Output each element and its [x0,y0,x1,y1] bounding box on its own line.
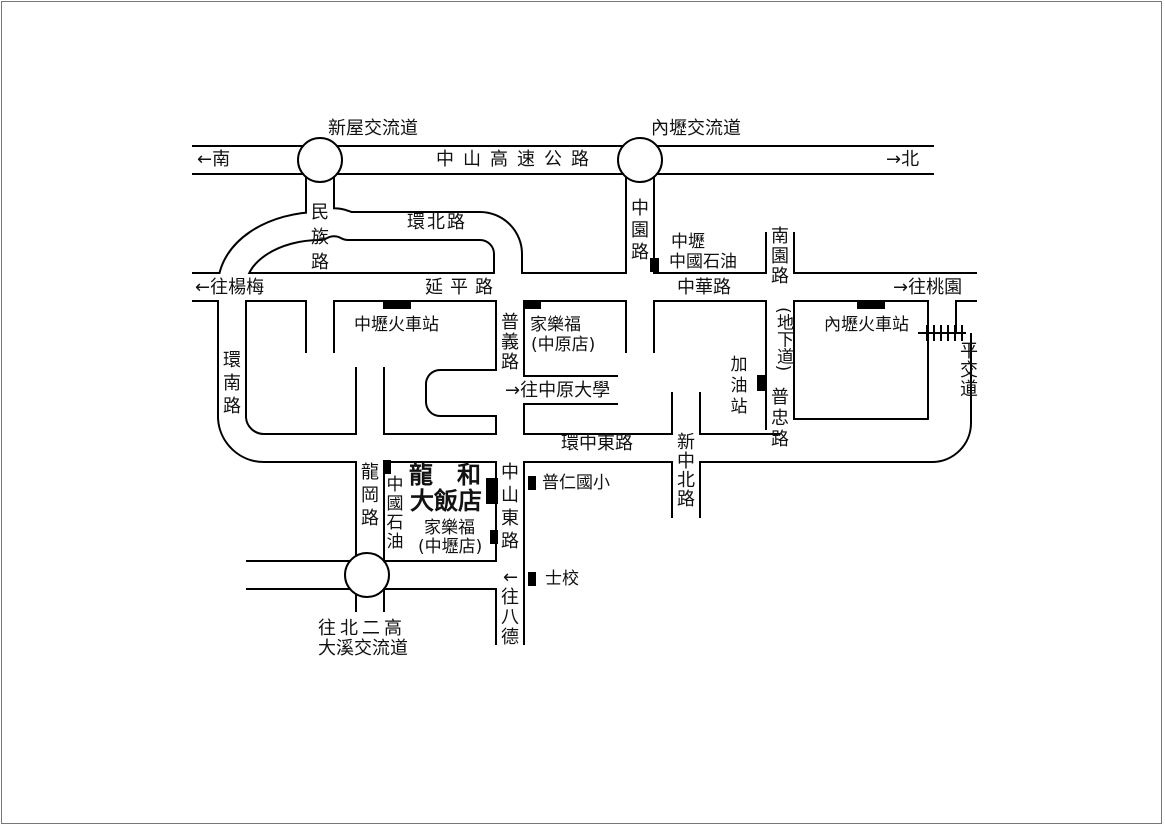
huanbei-road-label: 環北路 [407,212,467,233]
north-second-freeway-label: 往北二高 [318,618,406,639]
zhongyuan-road-label: 中園路 [631,198,649,263]
cpc-zhongli-label-line1: 中壢 [671,232,705,252]
north-direction-label: →北 [886,149,920,170]
neili-station-marker [857,300,885,309]
underpass-label: (地下道) [773,307,793,372]
puzhong-road-label: 普忠路 [771,387,789,450]
gas-station-marker [757,375,765,391]
to-yangmei-label: ←往楊梅 [195,277,265,298]
xinwu-interchange-circle [297,137,343,183]
carrefour-zhongli-label-line2: (中壢店) [418,537,483,557]
zhongli-station-label: 中壢火車站 [354,315,439,335]
to-taoyuan-label: →往桃園 [893,277,963,298]
huanzhongdong-road-label: 環中東路 [561,433,633,454]
xinzhongbei-road-label: 新中北路 [677,432,695,510]
hotel-marker [486,478,498,504]
huannan-road-label: 環南路 [223,350,241,417]
longhe-hotel-label-line1: 龍 和 [409,461,481,489]
cpc-longgang-marker [383,460,391,474]
puren-marker [528,476,536,490]
railway-crossing-symbol [918,325,966,341]
zhongshan-highway-label: 中山高速公路 [436,149,598,170]
railway-crossing-label: 平交道 [960,341,978,400]
longgang-road-label: 龍岡路 [361,462,379,529]
daxi-interchange-label: 大溪交流道 [318,638,408,659]
carrefour-zhongyuan-marker [525,300,541,309]
neili-interchange-circle [617,137,663,183]
shixiao-marker [528,572,536,586]
longhe-hotel-label-line2: 大飯店 [410,487,482,515]
cpc-longgang-label: 中國石油 [386,475,404,552]
nanyuan-road-label: 南園路 [771,226,789,287]
to-bade-label: 往八德 [501,587,519,648]
daxi-interchange-circle [344,552,390,598]
carrefour-zhongyuan-label-line2: (中原店) [531,335,596,355]
neili-interchange-label: 內壢交流道 [651,118,741,139]
xinwu-interchange-label: 新屋交流道 [328,118,418,139]
carrefour-zhongli-label-line1: 家樂福 [424,518,475,538]
shixiao-label: 士校 [545,569,579,589]
neili-station-label: 內壢火車站 [824,315,909,335]
zhonghua-road-label: 中華路 [677,277,731,298]
zhongli-station-marker [383,300,411,309]
cpc-zhongli-marker [650,258,659,272]
puyi-road-label: 普義路 [501,312,519,373]
minzu-road-label: 民族路 [311,202,329,273]
carrefour-zhongli-marker [490,530,498,544]
gas-station-label: 加油站 [730,355,748,417]
to-bade-arrow: ← [503,567,519,588]
road-casings [192,145,977,645]
puren-elementary-label: 普仁國小 [542,473,610,493]
south-direction-label: ←南 [197,149,231,170]
carrefour-zhongyuan-label-line1: 家樂福 [530,315,581,335]
to-cycu-label: →往中原大學 [505,380,611,401]
cpc-zhongli-label-line2: 中國石油 [669,252,737,272]
yanping-road-label: 延平路 [425,277,500,298]
zhongshan-east-road-label: 中山東路 [501,462,519,552]
